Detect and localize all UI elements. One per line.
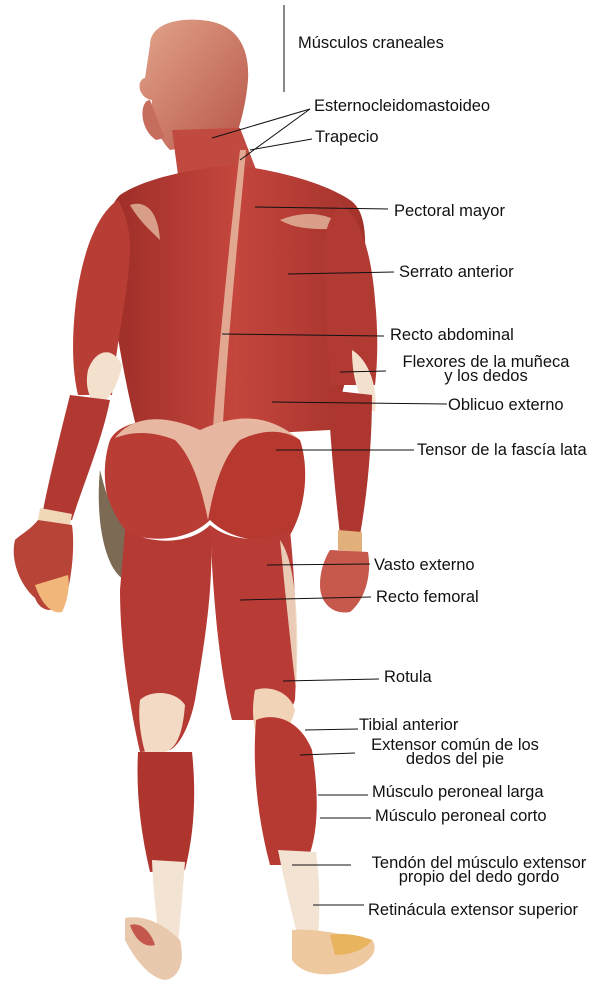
label-pectoral-mayor: Pectoral mayor <box>394 202 505 220</box>
label-tendon-extensor: Tendón del músculo extensor propio del d… <box>351 856 607 884</box>
right-forearm <box>328 390 372 535</box>
human-body-illustration <box>14 20 378 980</box>
right-wrist-band <box>338 530 362 552</box>
label-peroneal-corto: Músculo peroneal corto <box>375 807 547 825</box>
label-tensor-fascia-lata: Tensor de la fascía lata <box>417 441 587 459</box>
label-retinacula: Retinácula extensor superior <box>368 901 578 919</box>
left-calf <box>138 752 195 872</box>
leader-esterno-b <box>240 109 310 160</box>
label-extensor-line2: dedos del pie <box>356 752 554 766</box>
label-tendon-line2: propio del dedo gordo <box>351 870 607 884</box>
right-upper-arm <box>324 205 378 385</box>
label-musculos-craneales: Músculos craneales <box>298 34 444 52</box>
label-vasto-externo: Vasto externo <box>374 556 475 574</box>
label-oblicuo-externo: Oblicuo externo <box>448 396 564 414</box>
label-peroneal-larga: Músculo peroneal larga <box>372 783 544 801</box>
label-recto-abdominal: Recto abdominal <box>390 326 514 344</box>
leader-tibial <box>305 729 358 730</box>
right-hand <box>320 550 369 613</box>
label-tibial-anterior: Tibial anterior <box>359 716 458 734</box>
label-rotula: Rotula <box>384 668 432 686</box>
label-extensor-comun: Extensor común de los dedos del pie <box>356 738 554 766</box>
label-recto-femoral: Recto femoral <box>376 588 479 606</box>
label-esternocleidomastoideo: Esternocleidomastoideo <box>314 97 490 115</box>
leader-trapecio <box>250 139 312 150</box>
left-knee-tendon <box>139 693 185 752</box>
label-flexores: Flexores de la muñeca y los dedos <box>392 355 580 383</box>
right-calf <box>255 717 317 865</box>
leader-rotula <box>283 679 379 681</box>
label-flexores-line2: y los dedos <box>392 369 580 383</box>
label-serrato-anterior: Serrato anterior <box>399 263 514 281</box>
label-trapecio: Trapecio <box>315 128 379 146</box>
